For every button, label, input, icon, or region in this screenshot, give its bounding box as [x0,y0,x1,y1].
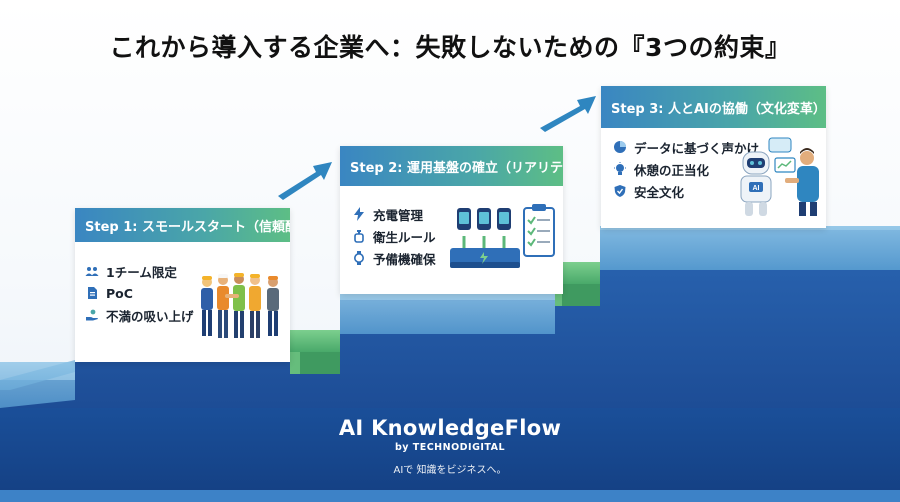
list-item: データに基づく声かけ [613,136,759,158]
brand-tagline: AIで 知識をビジネスへ。 [393,465,507,476]
landing-3 [600,226,900,270]
step-3-card: Step 3: 人とAIの協働（文化変革） データに基づく声かけ 休憩の正当化 … [601,86,826,228]
document-icon [85,286,99,300]
step-2-header: Step 2: 運用基盤の確立（リアリティ） [340,146,563,186]
brand-byline: by TECHNODIGITAL [394,442,506,453]
step-1-card: Step 1: スモールスタート（信頼醸成） 1チーム限定 PoC 不満の吸い上… [75,208,290,362]
step-1-item-1: 1チーム限定 [106,264,177,280]
step-2-item-1: 充電管理 [373,207,424,223]
list-item: 不満の吸い上げ [85,304,194,326]
step-2-card: Step 2: 運用基盤の確立（リアリティ） 充電管理 衛生ルール 予備機確保 [340,146,563,294]
brand-name: AI KnowledgeFlow [338,416,562,440]
landing-2 [340,294,555,334]
bottom-stripe [0,490,900,502]
people-icon [85,264,99,278]
arrow-1 [278,162,332,200]
step-3-list: データに基づく声かけ 休憩の正当化 安全文化 [613,136,759,202]
watch-icon [352,251,366,265]
workers-illustration [201,273,279,338]
step-3-item-1: データに基づく声かけ [634,140,760,156]
charging-station-illustration [450,204,555,268]
sanitizer-icon [352,229,366,243]
list-item: 安全文化 [613,180,759,202]
base-band [0,408,900,502]
pie-chart-icon [613,140,627,154]
brand-block: AI KnowledgeFlow by TECHNODIGITAL AIで 知識… [0,416,900,476]
step-1-header: Step 1: スモールスタート（信頼醸成） [75,208,290,242]
step-3-header: Step 3: 人とAIの協働（文化変革） [601,86,826,128]
hand-receive-icon [85,308,99,322]
shield-icon [613,184,627,198]
step-2-item-3: 予備機確保 [373,251,436,267]
step-1-item-3: 不満の吸い上げ [106,308,194,324]
arrow-2 [540,96,596,132]
list-item: PoC [85,282,194,304]
list-item: 充電管理 [352,203,436,225]
green-steps-1 [290,330,340,374]
list-item: 衛生ルール [352,225,436,247]
lightning-icon [352,207,366,221]
svg-text:AI: AI [753,185,760,192]
step-1-item-2: PoC [106,285,133,301]
step-1-list: 1チーム限定 PoC 不満の吸い上げ [85,260,194,326]
list-item: 1チーム限定 [85,260,194,282]
step-2-item-2: 衛生ルール [373,229,436,245]
list-item: 予備機確保 [352,247,436,269]
landing-left [0,362,75,408]
lightbulb-icon [613,162,627,176]
ai-collaboration-illustration: AI [740,137,819,216]
page-title: これから導入する企業へ：失敗しないための『3つの約束』 [109,33,791,62]
step-3-item-2: 休憩の正当化 [634,162,710,178]
step-2-list: 充電管理 衛生ルール 予備機確保 [352,203,436,269]
green-steps-2 [555,262,600,306]
step-3-item-3: 安全文化 [634,184,685,200]
list-item: 休憩の正当化 [613,158,759,180]
